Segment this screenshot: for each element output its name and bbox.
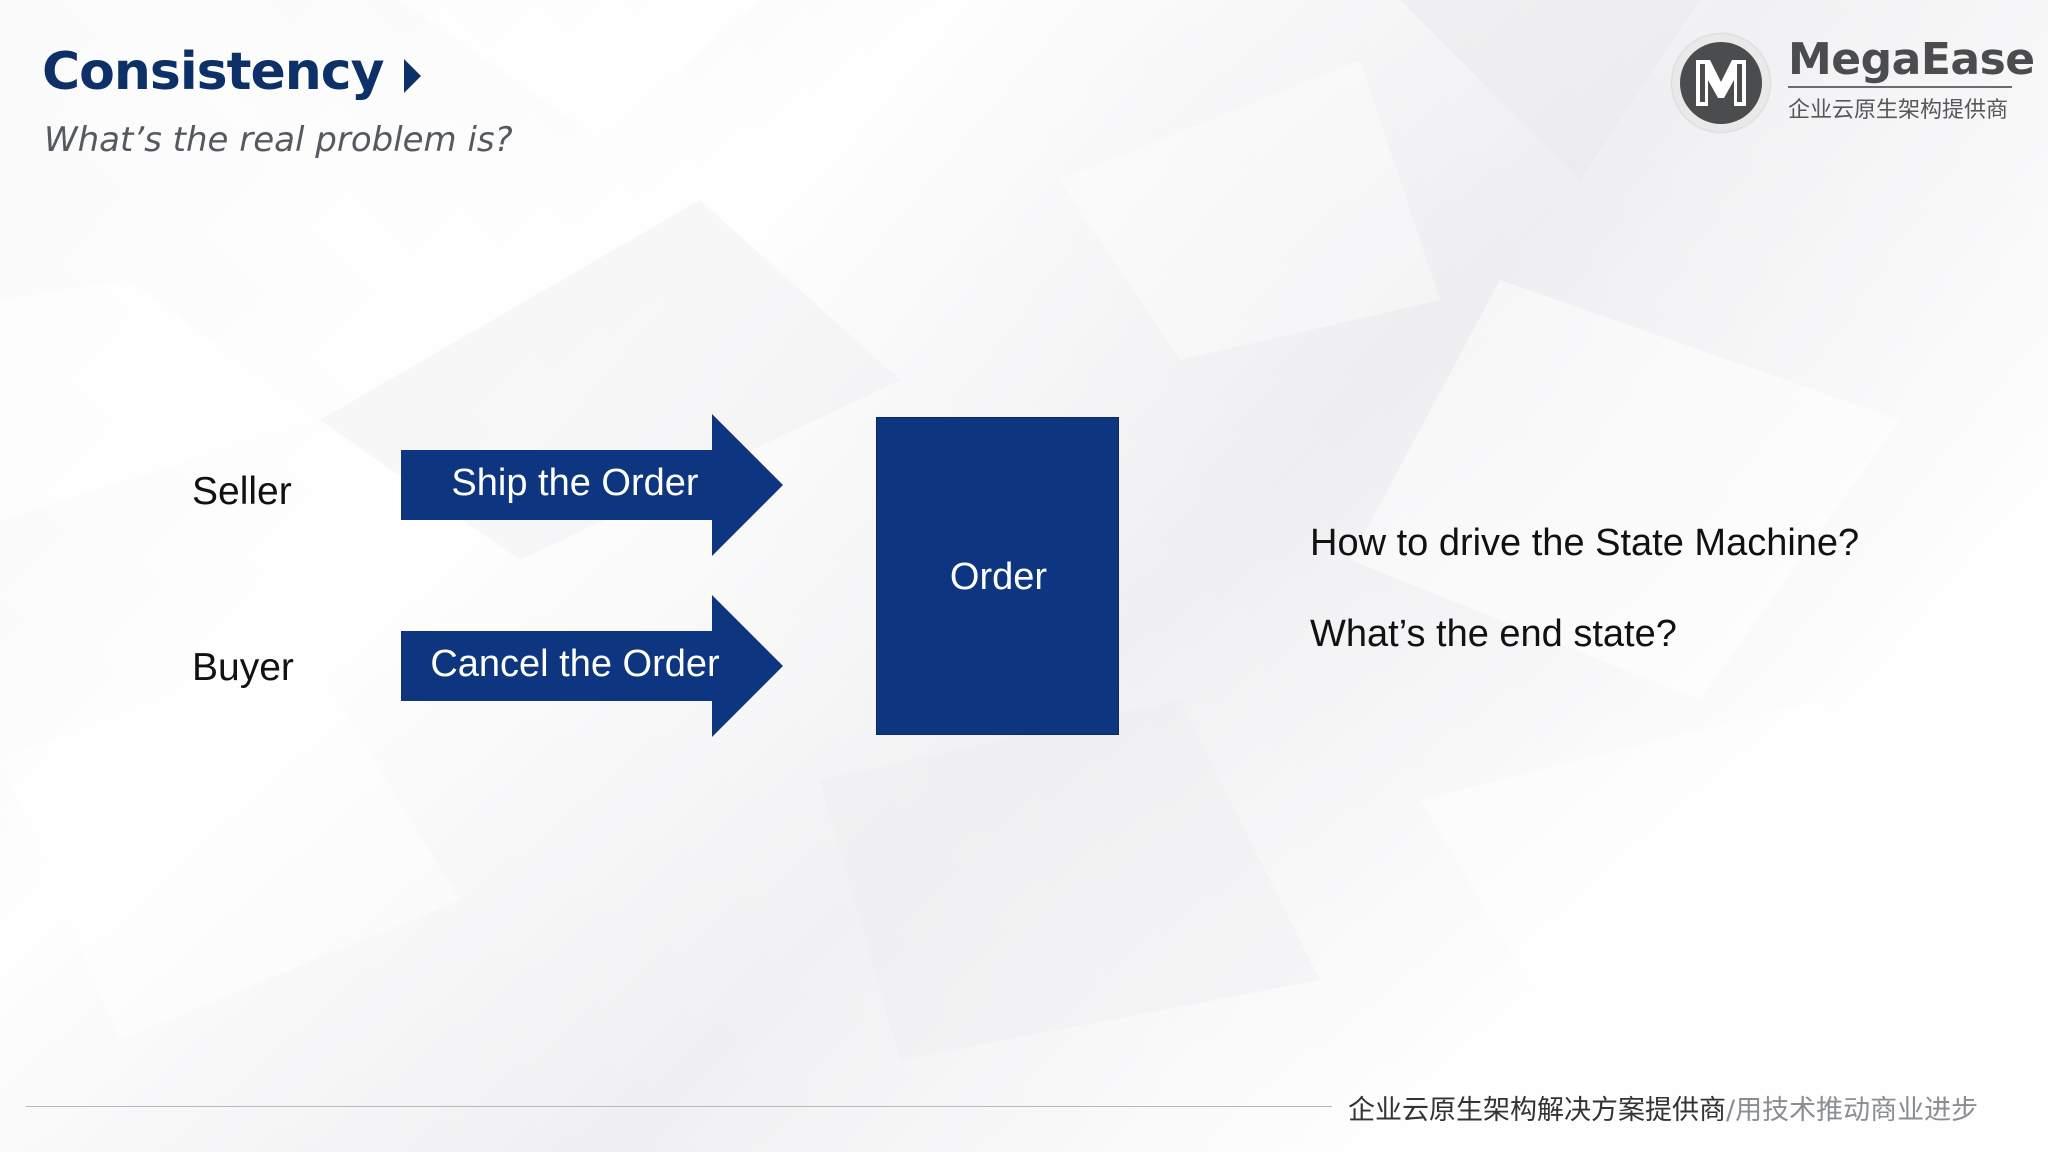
logo-mark [1672,34,1770,132]
action-label-cancel: Cancel the Order [430,643,720,685]
megaease-logo: MegaEase 企业云原生架构提供商 [1672,34,2035,134]
action-arrow-cancel: Cancel the Order [401,595,785,742]
title-row: Consistency [42,42,421,102]
logo-tagline: 企业云原生架构提供商 [1788,98,2009,123]
footer-main: 企业云原生架构解决方案提供商 [1348,1095,1726,1126]
logo-name: MegaEase [1788,34,2035,85]
arrow-right-icon [401,595,783,737]
question-end-state: What’s the end state? [1310,613,1677,655]
logo-m-icon [1696,60,1746,106]
footer-slogan: 企业云原生架构解决方案提供商/用技术推动商业进步 [1348,1088,1978,1127]
action-label-ship: Ship the Order [451,462,699,504]
order-label: Order [949,556,1048,598]
footer-divider [26,1106,1332,1107]
page-title: Consistency [42,42,384,102]
logo-divider [1788,86,2012,88]
play-triangle-icon [403,59,421,93]
question-state-machine: How to drive the State Machine? [1310,522,1860,564]
action-arrow-ship: Ship the Order [401,414,785,561]
actor-seller: Seller [192,470,292,513]
actor-buyer: Buyer [192,646,294,689]
page-subtitle: What’s the real problem is? [44,120,513,160]
footer-secondary: /用技术推动商业进步 [1726,1095,1979,1126]
arrow-right-icon [401,414,783,556]
order-box: Order [876,417,1119,735]
